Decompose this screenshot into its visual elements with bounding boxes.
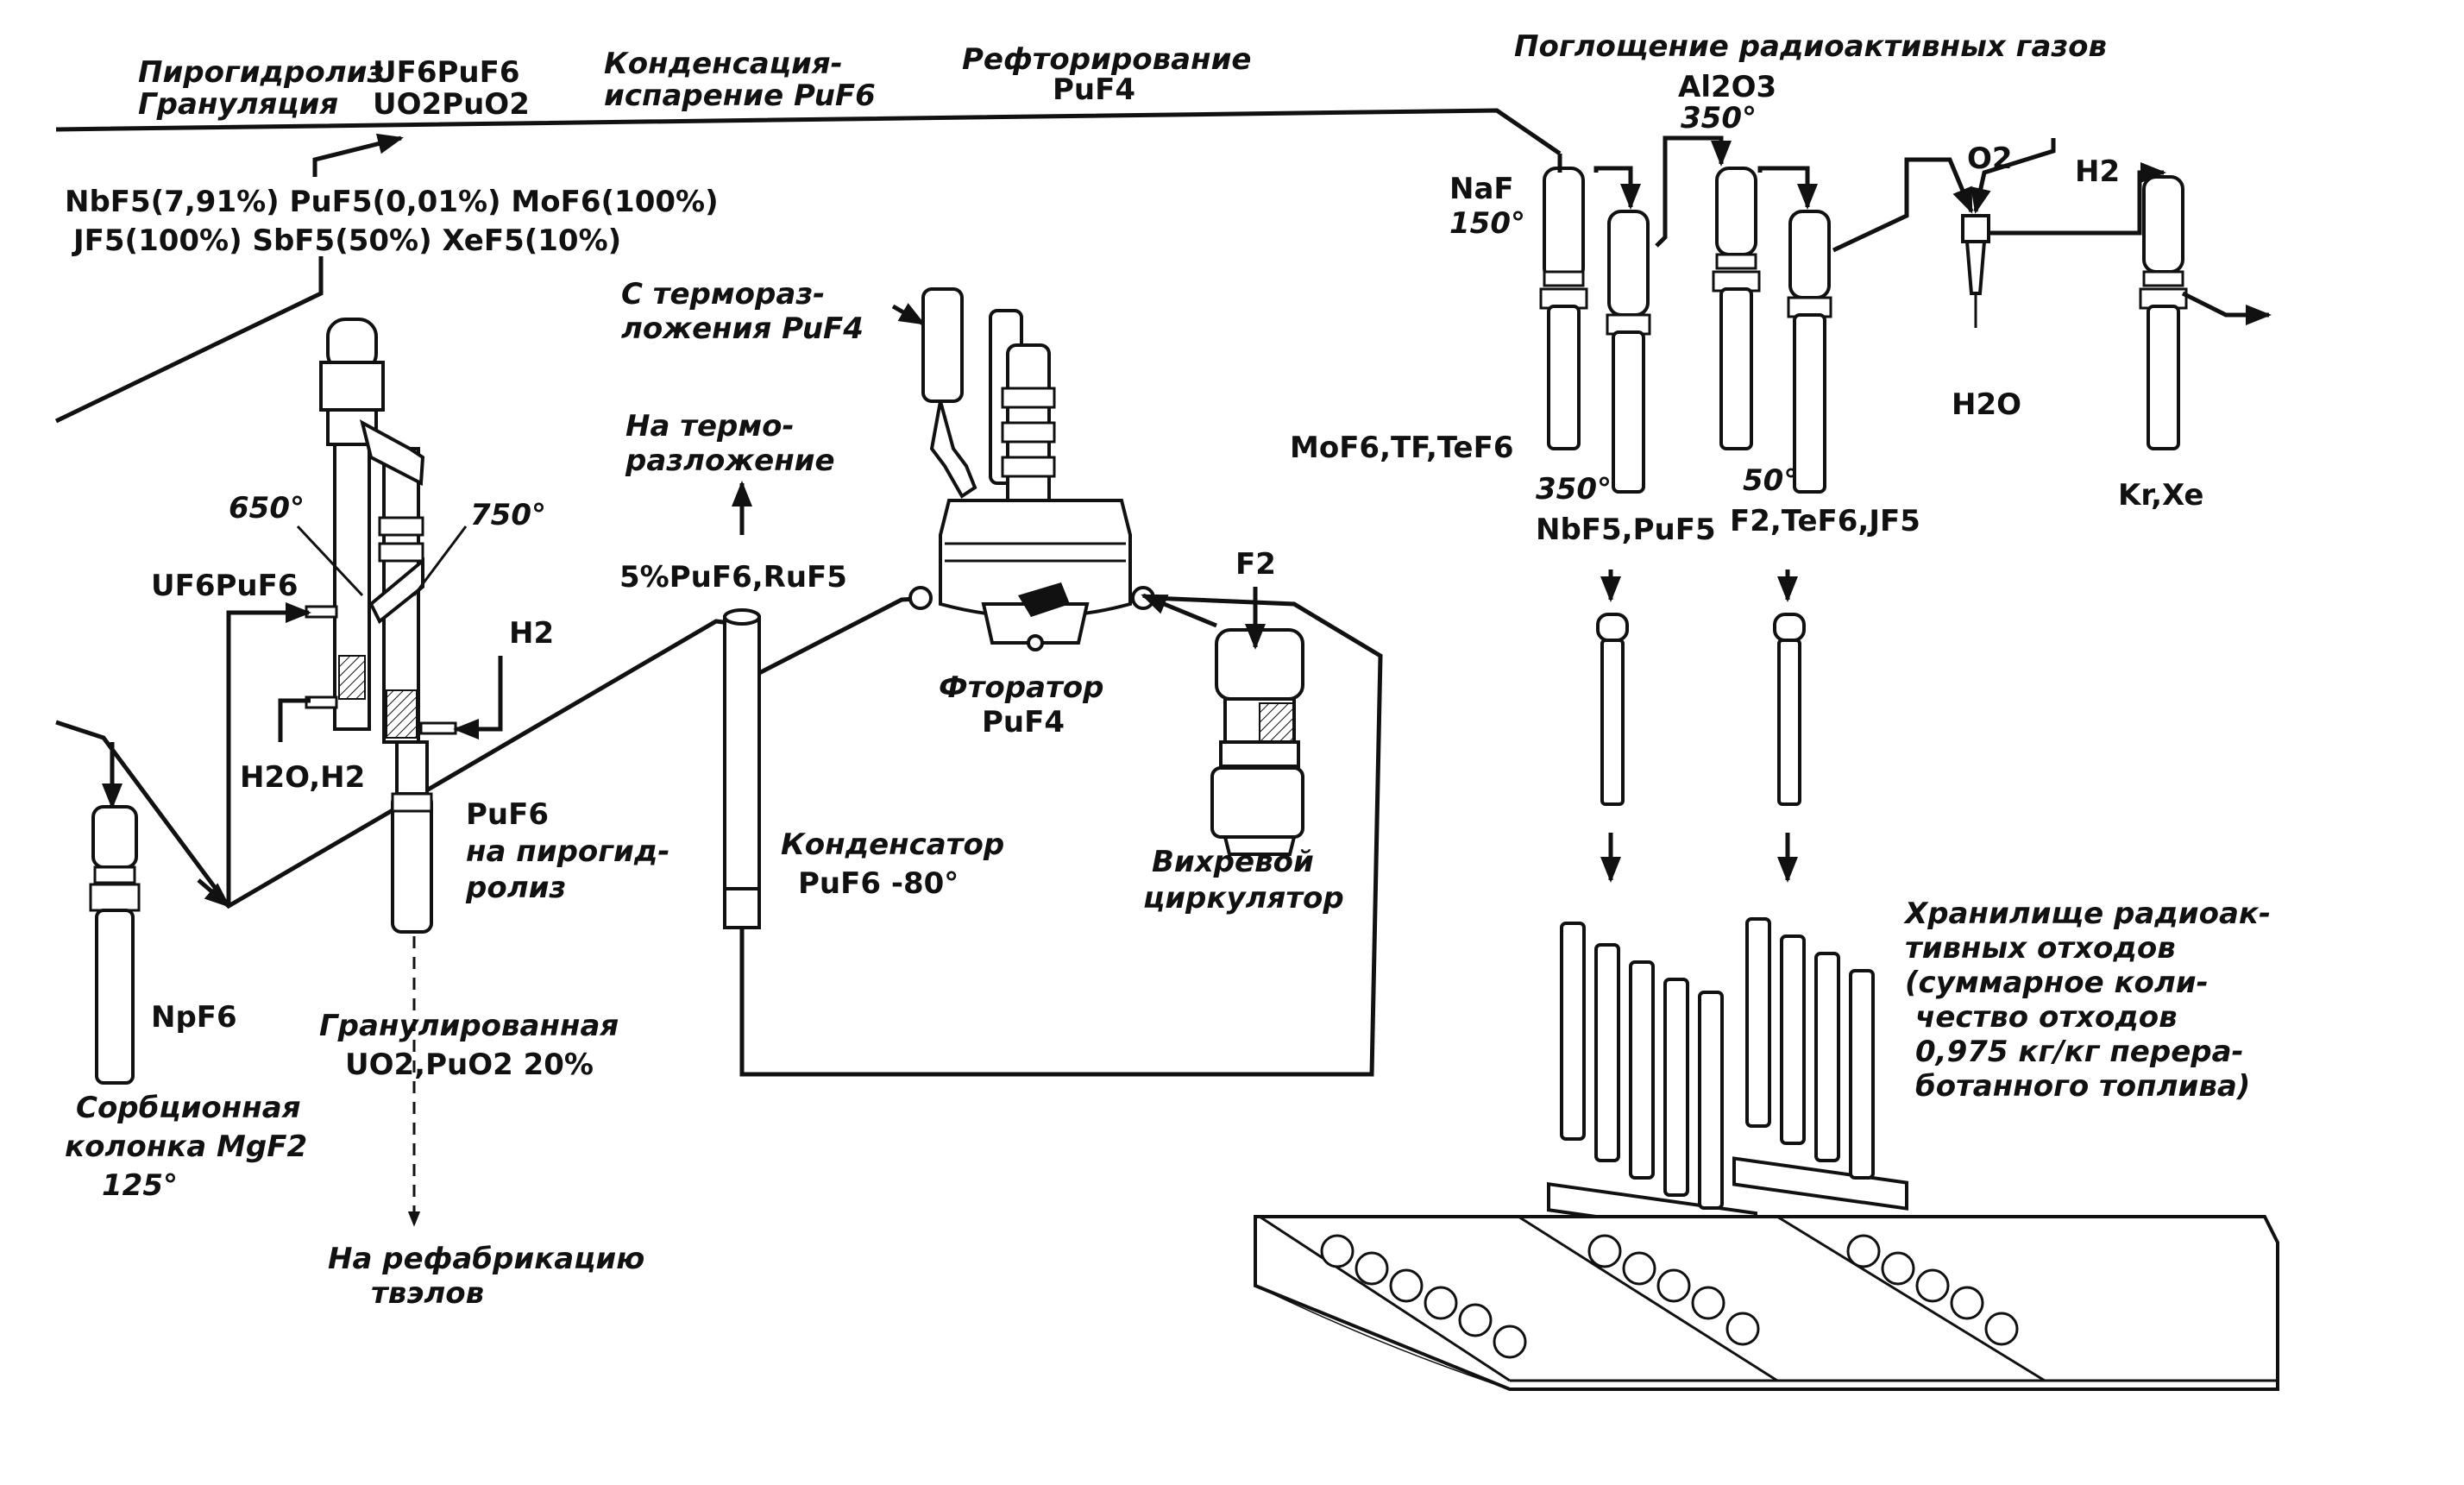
label-o2: O2 (1967, 142, 2013, 176)
h2o-h2-inlet (278, 698, 311, 742)
label-thermal-decomp-1: С термораз- (621, 277, 825, 311)
label-uf6puf6-left: UF6PuF6 (151, 569, 299, 603)
label-f2-tef6-jf5: F2,TeF6,JF5 (1730, 504, 1920, 538)
storage-vault (1254, 1215, 2279, 1391)
label-puf6-pyro-3: ролиз (465, 871, 566, 905)
waste-capsule-1 (1596, 613, 1629, 806)
label-granulation: Грануляция (138, 87, 338, 122)
diagonal-line-upper (54, 256, 324, 424)
label-temp-650: 650° (229, 491, 305, 525)
label-granulated-1: Гранулированная (319, 1009, 619, 1043)
label-storage-1: Хранилище радиоак- (1903, 897, 2271, 931)
label-storage-3: (суммарное коли- (1905, 966, 2209, 1000)
recombiner-o2-h2 (1961, 214, 1990, 328)
label-volatile-line-1: NbF5(7,91%) PuF5(0,01%) MoF6(100%) (65, 185, 719, 219)
pointer-650 (296, 525, 364, 597)
label-sorption-2: колонка MgF2 (65, 1129, 307, 1164)
label-pyrohydrolysis: Пирогидролиз (138, 55, 384, 90)
label-to-thermal-1: На термо- (625, 409, 795, 444)
label-condenser-2: PuF6 -80° (798, 866, 959, 901)
label-puf6-pyro-1: PuF6 (466, 797, 549, 832)
label-temp-50: 50° (1743, 463, 1798, 498)
label-h2o-right: H2O (1952, 387, 2021, 422)
circulator-to-fluorator (1141, 593, 1217, 628)
absorption-column-al2o3-1 (1712, 167, 1761, 450)
vortex-circulator (1210, 628, 1304, 856)
label-npf6: NpF6 (151, 1000, 237, 1035)
label-storage-6: ботанного топлива) (1915, 1069, 2250, 1104)
label-puf6-pyro-2: на пирогид- (466, 834, 669, 869)
uf6puf6-inlet (226, 602, 311, 906)
fluorator (908, 287, 1155, 651)
condenser-puf6 (723, 608, 761, 929)
h2-inlet (453, 656, 503, 739)
absorption-link-1 (1593, 166, 1641, 210)
o2-inlet (1971, 138, 2056, 214)
absorption-link-2 (1655, 135, 1732, 248)
label-storage-4: чество отходов (1915, 1000, 2178, 1035)
h2-inlet-right (1989, 162, 2166, 236)
label-absorption-title: Поглощение радиоактивных газов (1514, 29, 2107, 64)
absorption-link-4 (1832, 157, 1974, 253)
label-f2: F2 (1235, 547, 1276, 582)
sorption-column (89, 805, 141, 1085)
label-temp-150: 150° (1449, 206, 1525, 241)
label-h2-left: H2 (509, 616, 554, 651)
pyrohydrolysis-reactor (305, 318, 457, 934)
label-to-thermal-2: разложение (625, 444, 835, 478)
label-storage-2: тивных отходов (1905, 931, 2176, 966)
label-volatile-line-2: JF5(100%) SbF5(50%) XeF5(10%) (72, 223, 621, 258)
arrow-to-junction (197, 878, 231, 908)
label-uo2puo2-top: UO2PuO2 (373, 87, 530, 122)
label-sorption-3: 125° (102, 1168, 178, 1203)
label-temp-350: 350° (1536, 472, 1612, 507)
label-refluorination-1: Рефторирование (962, 42, 1251, 77)
waste-capsule-2 (1773, 613, 1806, 806)
label-storage-5: 0,975 кг/кг перера- (1915, 1035, 2244, 1069)
label-refluorination-2: PuF4 (1053, 72, 1135, 107)
label-fluorator-2: PuF4 (982, 705, 1065, 739)
absorption-column-al2o3-2 (1787, 210, 1832, 494)
label-h2o-h2: H2O,H2 (240, 760, 365, 795)
label-h2-right: H2 (2075, 154, 2120, 189)
label-temp-350-top: 350° (1681, 101, 1757, 135)
absorption-column-kr-xe (2139, 175, 2188, 450)
gas-outlet (2181, 291, 2272, 325)
absorption-link-3 (1757, 166, 1818, 210)
condenser-to-fluorator (757, 595, 933, 676)
label-mof6-tf-tef6: MoF6,TF,TeF6 (1290, 431, 1513, 465)
label-refab-1: На рефабрикацию (328, 1242, 644, 1276)
label-circulator-1: Вихревой (1152, 845, 1314, 879)
label-circulator-2: циркулятор (1143, 881, 1344, 916)
label-fluorator-1: Фторатор (939, 670, 1103, 705)
label-puf6-ruf5: 5%PuF6,RuF5 (619, 560, 847, 595)
label-temp-750: 750° (470, 498, 546, 532)
label-refab-2: твэлов (371, 1276, 484, 1311)
label-condenser-1: Конденсатор (781, 827, 1004, 862)
arrow-to-pyrohydrolysis (312, 133, 404, 177)
label-condensation-2: испарение PuF6 (604, 79, 876, 113)
absorption-column-naf-2 (1606, 210, 1651, 494)
top-process-line (55, 108, 1562, 156)
label-condensation-1: Конденсация- (604, 47, 843, 81)
label-thermal-decomp-2: ложения PuF4 (621, 311, 864, 346)
label-nbf5-puf5: NbF5,PuF5 (1536, 513, 1716, 547)
pointer-750 (412, 525, 468, 596)
absorption-column-naf-1 (1539, 167, 1588, 450)
label-kr-xe: Kr,Xe (2118, 478, 2203, 513)
label-uf6puf6-top: UF6PuF6 (373, 55, 520, 90)
thermal-decomp-arrow (891, 303, 926, 326)
label-sorption-1: Сорбционная (76, 1091, 301, 1125)
label-al2o3: Al2O3 (1678, 70, 1776, 104)
label-naf: NaF (1449, 172, 1514, 206)
condenser-loop (739, 595, 1383, 1077)
label-granulated-2: UO2,PuO2 20% (345, 1048, 594, 1082)
